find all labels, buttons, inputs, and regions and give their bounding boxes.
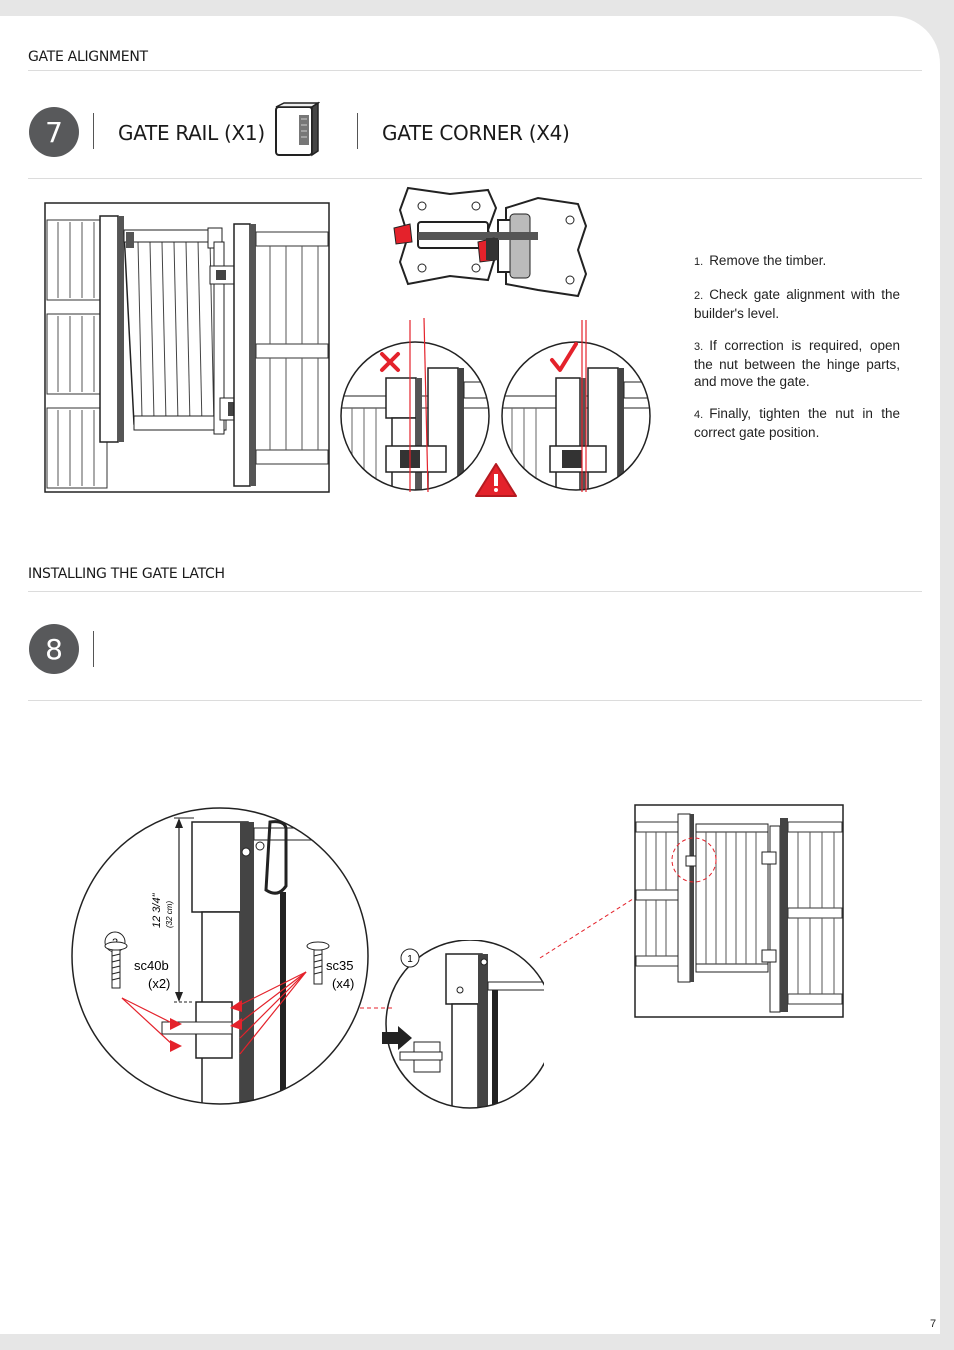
screw-sc40b-label: sc40b: [134, 958, 169, 973]
divider-vertical: [357, 113, 358, 149]
gate-rail-part-icon: [275, 101, 320, 157]
divider: [28, 70, 922, 71]
hinge-detail-illustration: [393, 186, 588, 298]
instruction-item: 4.Finally, tighten the nut in the correc…: [694, 406, 900, 440]
detail-badge: 1: [407, 954, 413, 965]
screw-sc35-qty: (x4): [332, 976, 354, 991]
detail-connector-lines: [360, 863, 689, 1009]
step-number-8: 8: [29, 624, 79, 674]
gate-overview-illustration: [634, 804, 844, 1018]
gate-misaligned-illustration: [44, 202, 330, 493]
screw-sc40b-qty: (x2): [148, 976, 170, 991]
divider: [28, 178, 922, 179]
instruction-item: 3.If correction is required, open the nu…: [694, 338, 900, 389]
screw-sc40b-icon: [104, 941, 128, 989]
divider: [28, 591, 922, 592]
section-title-installing-gate-latch: INSTALLING THE GATE LATCH: [28, 566, 225, 582]
divider-vertical: [93, 631, 94, 667]
instruction-item: 1.Remove the timber.: [694, 253, 827, 268]
page-number: 7: [930, 1318, 937, 1330]
wrong-alignment-detail: [340, 317, 517, 497]
screw-sc35-label: sc35: [326, 958, 353, 973]
measurement-metric-label: (32 cm): [165, 901, 174, 928]
correct-alignment-detail: [501, 320, 651, 492]
divider-vertical: [93, 113, 94, 149]
instruction-list: 1.Remove the timber. 2.Check gate alignm…: [694, 252, 900, 456]
divider: [28, 700, 922, 701]
part-label-gate-rail: GATE RAIL (X1): [118, 121, 265, 145]
section-title-gate-alignment: GATE ALIGNMENT: [28, 49, 148, 65]
latch-detail-2-illustration: 2 12 3/4" (32 cm) sc40b (x2) sc35 (x4): [71, 807, 369, 1105]
instruction-item: 2.Check gate alignment with the builder'…: [694, 287, 900, 321]
part-label-gate-corner: GATE CORNER (X4): [382, 121, 570, 145]
step-number-7: 7: [29, 107, 79, 157]
latch-detail-1-illustration: 1: [382, 940, 544, 1109]
screw-sc35-icon: [306, 941, 330, 985]
measurement-label: 12 3/4": [151, 892, 163, 928]
